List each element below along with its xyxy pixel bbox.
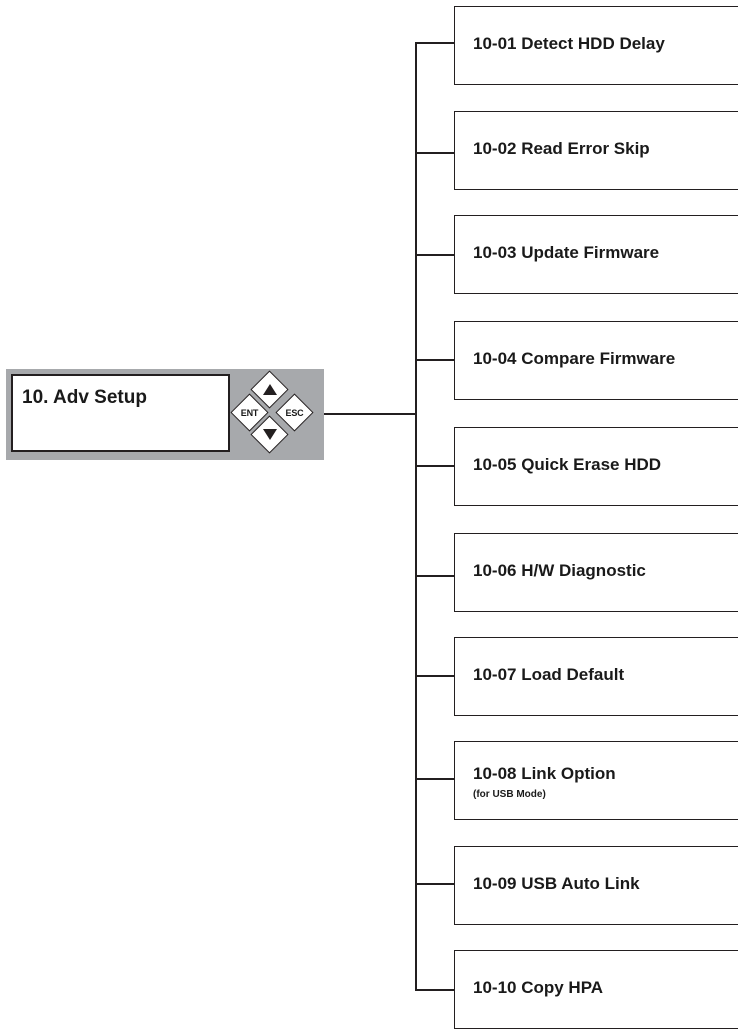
- menu-item-label: 10-04 Compare Firmware: [473, 349, 676, 368]
- menu-item-sublabel: (for USB Mode): [473, 789, 546, 800]
- menu-item-label: 10-06 H/W Diagnostic: [473, 561, 646, 580]
- control-panel: 10. Adv Setup ENT ESC: [6, 369, 324, 460]
- menu-item-link-option[interactable]: 10-08 Link Option (for USB Mode): [454, 741, 738, 820]
- branch-line: [415, 989, 455, 991]
- ent-label: ENT: [240, 407, 259, 418]
- menu-item-detect-hdd-delay[interactable]: 10-01 Detect HDD Delay: [454, 6, 738, 85]
- menu-item-label: 10-03 Update Firmware: [473, 243, 660, 262]
- menu-item-quick-erase-hdd[interactable]: 10-05 Quick Erase HDD: [454, 427, 738, 506]
- menu-item-usb-auto-link[interactable]: 10-09 USB Auto Link: [454, 846, 738, 925]
- branch-line: [415, 465, 455, 467]
- branch-line: [415, 575, 455, 577]
- branch-line: [415, 42, 455, 44]
- menu-item-label: 10-01 Detect HDD Delay: [473, 34, 665, 53]
- menu-item-copy-hpa[interactable]: 10-10 Copy HPA: [454, 950, 738, 1029]
- menu-item-hw-diagnostic[interactable]: 10-06 H/W Diagnostic: [454, 533, 738, 612]
- menu-item-label: 10-07 Load Default: [473, 665, 625, 684]
- menu-item-load-default[interactable]: 10-07 Load Default: [454, 637, 738, 716]
- menu-item-label: 10-10 Copy HPA: [473, 978, 604, 997]
- menu-item-label: 10-09 USB Auto Link: [473, 874, 640, 893]
- menu-item-compare-firmware[interactable]: 10-04 Compare Firmware: [454, 321, 738, 400]
- menu-item-label: 10-05 Quick Erase HDD: [473, 455, 662, 474]
- arrow-up-icon: [262, 384, 277, 395]
- connector-horizontal: [324, 413, 416, 415]
- arrow-down-icon: [262, 429, 277, 440]
- branch-line: [415, 675, 455, 677]
- branch-line: [415, 778, 455, 780]
- branch-line: [415, 359, 455, 361]
- branch-line: [415, 152, 455, 154]
- menu-item-read-error-skip[interactable]: 10-02 Read Error Skip: [454, 111, 738, 190]
- menu-item-update-firmware[interactable]: 10-03 Update Firmware: [454, 215, 738, 294]
- menu-item-label: 10-08 Link Option: [473, 764, 616, 783]
- branch-line: [415, 883, 455, 885]
- connector-trunk: [415, 42, 417, 990]
- lcd-text: 10. Adv Setup: [22, 387, 147, 408]
- branch-line: [415, 254, 455, 256]
- esc-label: ESC: [285, 407, 304, 418]
- menu-item-label: 10-02 Read Error Skip: [473, 139, 650, 158]
- lcd-display: 10. Adv Setup: [11, 374, 230, 452]
